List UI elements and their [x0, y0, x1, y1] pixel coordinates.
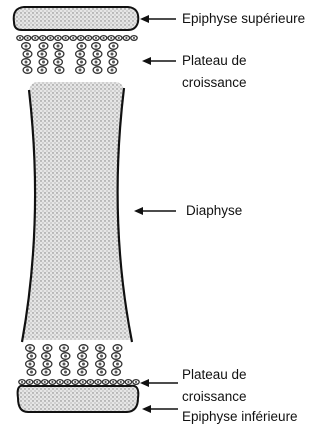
cell-nucleus — [29, 363, 32, 366]
cell-nucleus — [30, 371, 33, 374]
diaphysis — [22, 82, 130, 340]
lower-growth-plate — [19, 345, 139, 385]
cell-nucleus — [25, 61, 28, 64]
cell-nucleus — [27, 37, 29, 39]
cell-nucleus — [42, 37, 44, 39]
cell-nucleus — [49, 37, 51, 39]
cell-nucleus — [34, 37, 36, 39]
cell-nucleus — [63, 363, 66, 366]
cell-nucleus — [41, 53, 44, 56]
cell-nucleus — [63, 347, 66, 350]
arrow-icon — [134, 206, 176, 216]
cell-nucleus — [79, 69, 82, 72]
cell-nucleus — [29, 381, 31, 383]
cell-nucleus — [135, 381, 137, 383]
cell-nucleus — [116, 363, 119, 366]
cell-nucleus — [59, 381, 61, 383]
cell-nucleus — [105, 381, 107, 383]
cell-nucleus — [64, 355, 67, 358]
cell-nucleus — [110, 37, 112, 39]
upper-epiphysis — [14, 7, 139, 30]
cell-nucleus — [80, 61, 83, 64]
label-plateau-bas-line2: croissance — [182, 388, 247, 406]
cell-nucleus — [112, 45, 115, 48]
cell-nucleus — [57, 45, 60, 48]
label-epiphyse-superieure: Epiphyse supérieure — [182, 10, 305, 28]
cell-nucleus — [82, 347, 85, 350]
cell-nucleus — [46, 347, 49, 350]
cell-nucleus — [81, 355, 84, 358]
cell-nucleus — [125, 37, 127, 39]
cell-nucleus — [65, 37, 67, 39]
cell-nucleus — [80, 37, 82, 39]
arrow-icon — [140, 14, 176, 24]
cell-nucleus — [58, 69, 61, 72]
cell-nucleus — [103, 37, 105, 39]
cell-nucleus — [82, 363, 85, 366]
cell-nucleus — [19, 37, 21, 39]
cell-nucleus — [96, 53, 99, 56]
cell-nucleus — [30, 355, 33, 358]
cell-nucleus — [46, 363, 49, 366]
cell-nucleus — [100, 371, 103, 374]
cell-nucleus — [87, 37, 89, 39]
cell-nucleus — [57, 37, 59, 39]
cell-nucleus — [118, 37, 120, 39]
cell-nucleus — [115, 355, 118, 358]
cell-nucleus — [29, 347, 32, 350]
cell-nucleus — [95, 61, 98, 64]
cell-nucleus — [99, 363, 102, 366]
cell-nucleus — [45, 355, 48, 358]
cell-nucleus — [133, 37, 135, 39]
label-plateau-haut-line1: Plateau de — [182, 52, 247, 70]
cell-nucleus — [127, 381, 129, 383]
cell-nucleus — [42, 45, 45, 48]
cell-nucleus — [58, 53, 61, 56]
arrow-icon — [142, 404, 178, 414]
cell-nucleus — [95, 45, 98, 48]
label-plateau-haut-line2: croissance — [182, 74, 247, 92]
cell-nucleus — [111, 69, 114, 72]
cell-nucleus — [74, 381, 76, 383]
cell-nucleus — [112, 381, 114, 383]
cell-nucleus — [89, 381, 91, 383]
cell-nucleus — [100, 355, 103, 358]
cell-nucleus — [95, 37, 97, 39]
cell-nucleus — [96, 69, 99, 72]
cell-nucleus — [116, 347, 119, 350]
cell-nucleus — [72, 37, 74, 39]
cell-nucleus — [26, 69, 29, 72]
cell-nucleus — [26, 53, 29, 56]
cell-nucleus — [81, 371, 84, 374]
cell-nucleus — [41, 69, 44, 72]
cell-nucleus — [25, 45, 28, 48]
arrow-icon — [142, 56, 176, 66]
cell-nucleus — [79, 53, 82, 56]
cell-nucleus — [99, 347, 102, 350]
cell-nucleus — [111, 53, 114, 56]
cell-nucleus — [80, 45, 83, 48]
cell-nucleus — [51, 381, 53, 383]
cell-nucleus — [45, 371, 48, 374]
cell-nucleus — [57, 61, 60, 64]
label-diaphyse: Diaphyse — [186, 202, 242, 220]
cell-nucleus — [42, 61, 45, 64]
arrow-icon — [140, 378, 178, 388]
cell-nucleus — [82, 381, 84, 383]
cell-nucleus — [36, 381, 38, 383]
cell-nucleus — [64, 371, 67, 374]
label-plateau-bas-line1: Plateau de — [182, 366, 247, 384]
cell-nucleus — [120, 381, 122, 383]
cell-nucleus — [67, 381, 69, 383]
upper-growth-plate — [17, 36, 137, 74]
label-epiphyse-inferieure: Epiphyse inférieure — [182, 408, 298, 426]
cell-nucleus — [97, 381, 99, 383]
cell-nucleus — [44, 381, 46, 383]
cell-nucleus — [21, 381, 23, 383]
lower-epiphysis — [18, 386, 139, 412]
cell-nucleus — [115, 371, 118, 374]
cell-nucleus — [112, 61, 115, 64]
